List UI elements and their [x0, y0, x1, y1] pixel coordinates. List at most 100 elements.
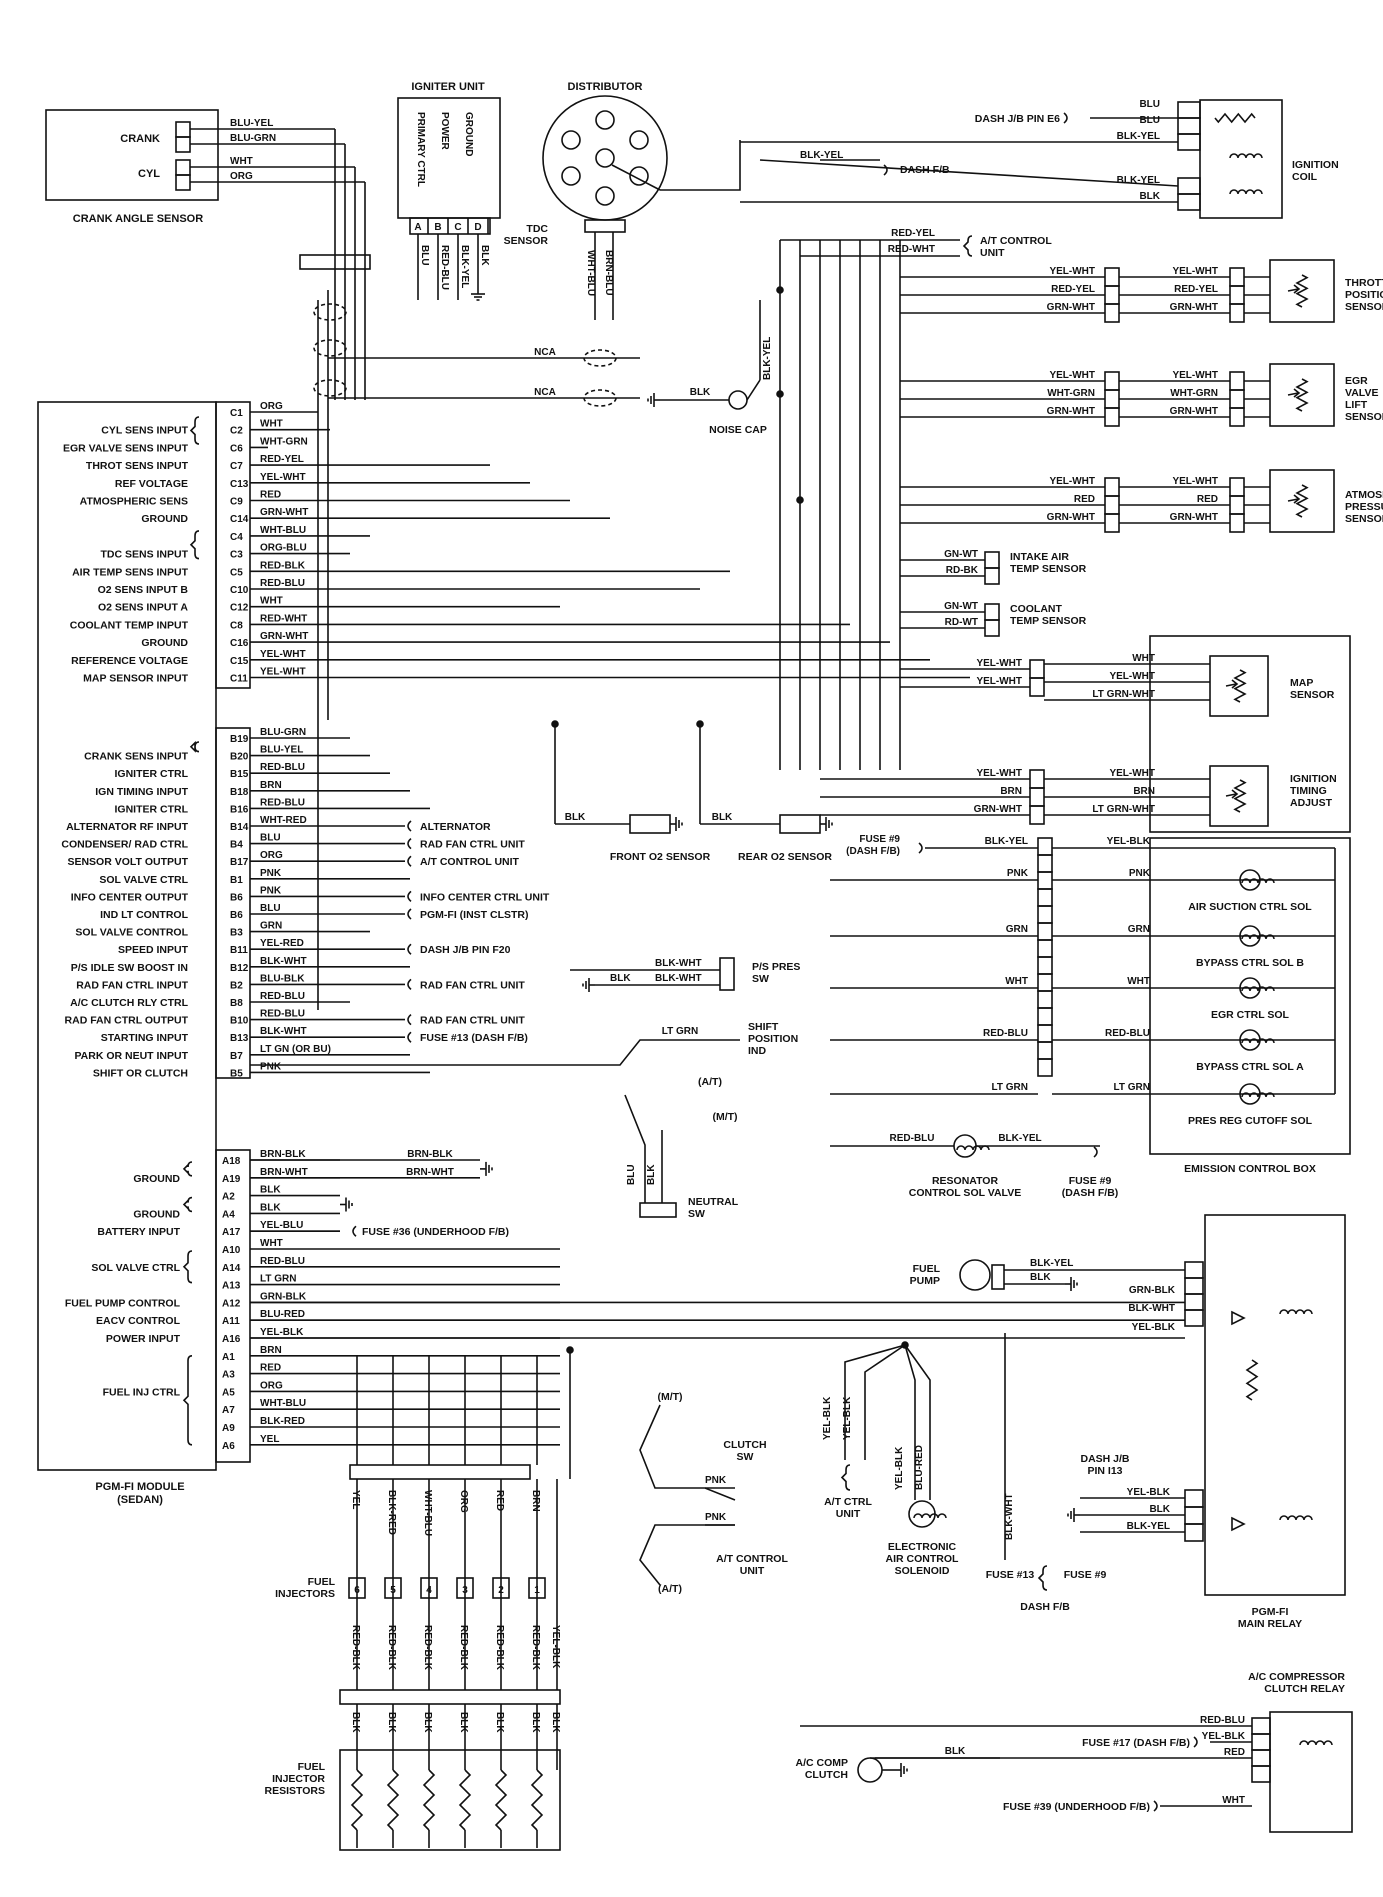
injector-bottom-connector: [339, 1689, 561, 1705]
wires-layer: [190, 112, 1336, 1848]
module-c-pin: C13: [230, 479, 249, 490]
resonator-coil: [956, 1145, 990, 1151]
crank-sensor-wire-label: ORG: [230, 171, 253, 182]
module-b-label: IND LT CONTROL: [100, 909, 188, 921]
crank-sensor-pin: [175, 136, 191, 153]
injector-mid-wire-label: RED-BLK: [386, 1625, 397, 1671]
emission-control-box-label: EMISSION CONTROL BOX: [1184, 1163, 1316, 1175]
module-c-pin: C3: [230, 550, 243, 561]
neutral-sw-label: NEUTRAL: [688, 1196, 739, 1208]
emission-connector: [1037, 888, 1053, 907]
map-sensor-label: MAP: [1290, 677, 1313, 689]
ignition-coil: [1199, 99, 1283, 219]
iat-label: TEMP SENSOR: [1010, 563, 1087, 575]
module-c-label: GROUND: [141, 637, 188, 649]
injector-resistor-icon: [422, 1769, 436, 1831]
module-a-wire: BRN: [260, 1345, 282, 1356]
igniter-wire-label: RED-BLU: [439, 245, 450, 290]
module-a-label: GROUND: [133, 1208, 180, 1220]
module-b-pin: B13: [230, 1033, 249, 1044]
resonator-fuse-label: (DASH F/B): [1062, 1187, 1119, 1199]
module-a-label: GROUND: [133, 1173, 180, 1185]
tps-wire-label: GRN-WHT: [1170, 302, 1218, 313]
atm-connector-right: [1229, 513, 1245, 533]
pgm-fi-module-label: PGM-FI MODULE: [95, 1481, 184, 1493]
injector-resistor-icon: [530, 1769, 544, 1831]
module-b-label: RAD FAN CTRL INPUT: [76, 979, 188, 991]
resonator-wire-label: BLK-YEL: [998, 1133, 1041, 1144]
fuel-pump-label: FUEL: [913, 1263, 941, 1275]
main-relay-coil: [1279, 1515, 1313, 1521]
igniter-connector: [409, 217, 491, 235]
tps-connector-left: [1104, 267, 1120, 287]
module-b-wire: BLK-WHT: [260, 956, 307, 967]
tps-connector-left: [1104, 303, 1120, 323]
coil-wire-label: BLK-YEL: [1117, 175, 1160, 186]
injector-number: 3: [462, 1585, 468, 1596]
igniter-wire-label: BLK: [479, 245, 490, 266]
tps-label: THROTTLE: [1345, 277, 1383, 289]
ac-fuse17-label: FUSE #17 (DASH F/B): [1082, 1737, 1190, 1749]
map-wire-label: YEL-WHT: [1109, 671, 1155, 682]
module-b-wire: BLU-GRN: [260, 727, 306, 738]
module-a-wire: BRN-WHT: [260, 1167, 308, 1178]
module-b-label: ALTERNATOR RF INPUT: [66, 821, 188, 833]
eacv-label: AIR CONTROL: [886, 1553, 959, 1565]
injector-mid-wire-label: RED-BLK: [350, 1625, 361, 1671]
injector-top-wire-label: BRN: [530, 1490, 541, 1512]
rear-o2-sensor-label: REAR O2 SENSOR: [738, 851, 832, 863]
atm-label: PRESSURE: [1345, 501, 1383, 513]
egr-wire-label: YEL-WHT: [1049, 370, 1095, 381]
atm-wire-label: RED: [1074, 494, 1095, 505]
tps-wire-label: RED-YEL: [1174, 284, 1218, 295]
injector-top-connector: [349, 1464, 531, 1480]
emission-left-label: RED-BLU: [983, 1028, 1028, 1039]
at-ctrl-unit-label: A/T CTRL: [824, 1496, 872, 1508]
noise-cap-ground-icon: [647, 393, 660, 407]
egr-label: SENSOR: [1345, 411, 1383, 423]
noise-cap-wire-label: BLK: [690, 387, 711, 398]
sensor-enclosure: [1149, 635, 1351, 833]
injector-mid-wire-label: RED-BLK: [458, 1625, 469, 1671]
front-o2-sensor: [629, 814, 671, 834]
module-a-pin: A16: [222, 1334, 241, 1345]
emission-solenoid-label: AIR SUCTION CTRL SOL: [1188, 901, 1312, 913]
module-a-wire: WHT-BLU: [260, 1398, 306, 1409]
distributor-rotor: [611, 164, 661, 191]
solenoid-coil-icon: [1241, 878, 1275, 884]
distributor-label: DISTRIBUTOR: [568, 81, 643, 93]
module-c-pin: C6: [230, 443, 243, 454]
solenoid-coil-icon: [1241, 1038, 1275, 1044]
noise-cap-wire: [746, 379, 761, 401]
module-c-pin: C8: [230, 620, 243, 631]
module-a-label: FUEL PUMP CONTROL: [65, 1297, 181, 1309]
at-control-unit-label: UNIT: [980, 247, 1005, 259]
main-relay-connector: [1184, 1261, 1204, 1279]
o2-ground-icon: [670, 817, 683, 831]
module-b-label: A/C CLUTCH RLY CTRL: [70, 997, 188, 1009]
atm-body: [1269, 469, 1335, 533]
ita-potentiometer-icon: [1225, 789, 1239, 799]
module-c-wire: YEL-WHT: [260, 649, 306, 660]
iat-connector: [984, 551, 1000, 569]
coil-primary: [1229, 153, 1263, 159]
pgm-fi-module-label: (SEDAN): [117, 1494, 163, 1506]
ac-relay-connector: [1251, 1749, 1271, 1767]
potentiometer-resistor: [1295, 484, 1309, 518]
emission-connector: [1037, 1007, 1053, 1026]
injector-number: 5: [390, 1585, 396, 1596]
injector-number: 2: [498, 1585, 504, 1596]
at-wire-label: RED-YEL: [891, 228, 935, 239]
potentiometer-resistor: [1295, 274, 1309, 308]
atm-label: ATMOSPHERE: [1345, 489, 1383, 501]
module-c-wire: RED-BLU: [260, 578, 305, 589]
coil-wire-label: BLU: [1139, 99, 1160, 110]
egr-body: [1269, 363, 1335, 427]
main-relay-wire-label: GRN-BLK: [1129, 1285, 1176, 1296]
dash-fb-brace: [1037, 1565, 1048, 1591]
at-ctrl-wire-label: YEL-BLK: [842, 1396, 853, 1440]
module-b-label: IGNITER CTRL: [115, 803, 189, 815]
module-a-pin: A11: [222, 1316, 240, 1327]
wire-arrow: [883, 164, 888, 176]
ita-connector-left: [1029, 787, 1045, 807]
